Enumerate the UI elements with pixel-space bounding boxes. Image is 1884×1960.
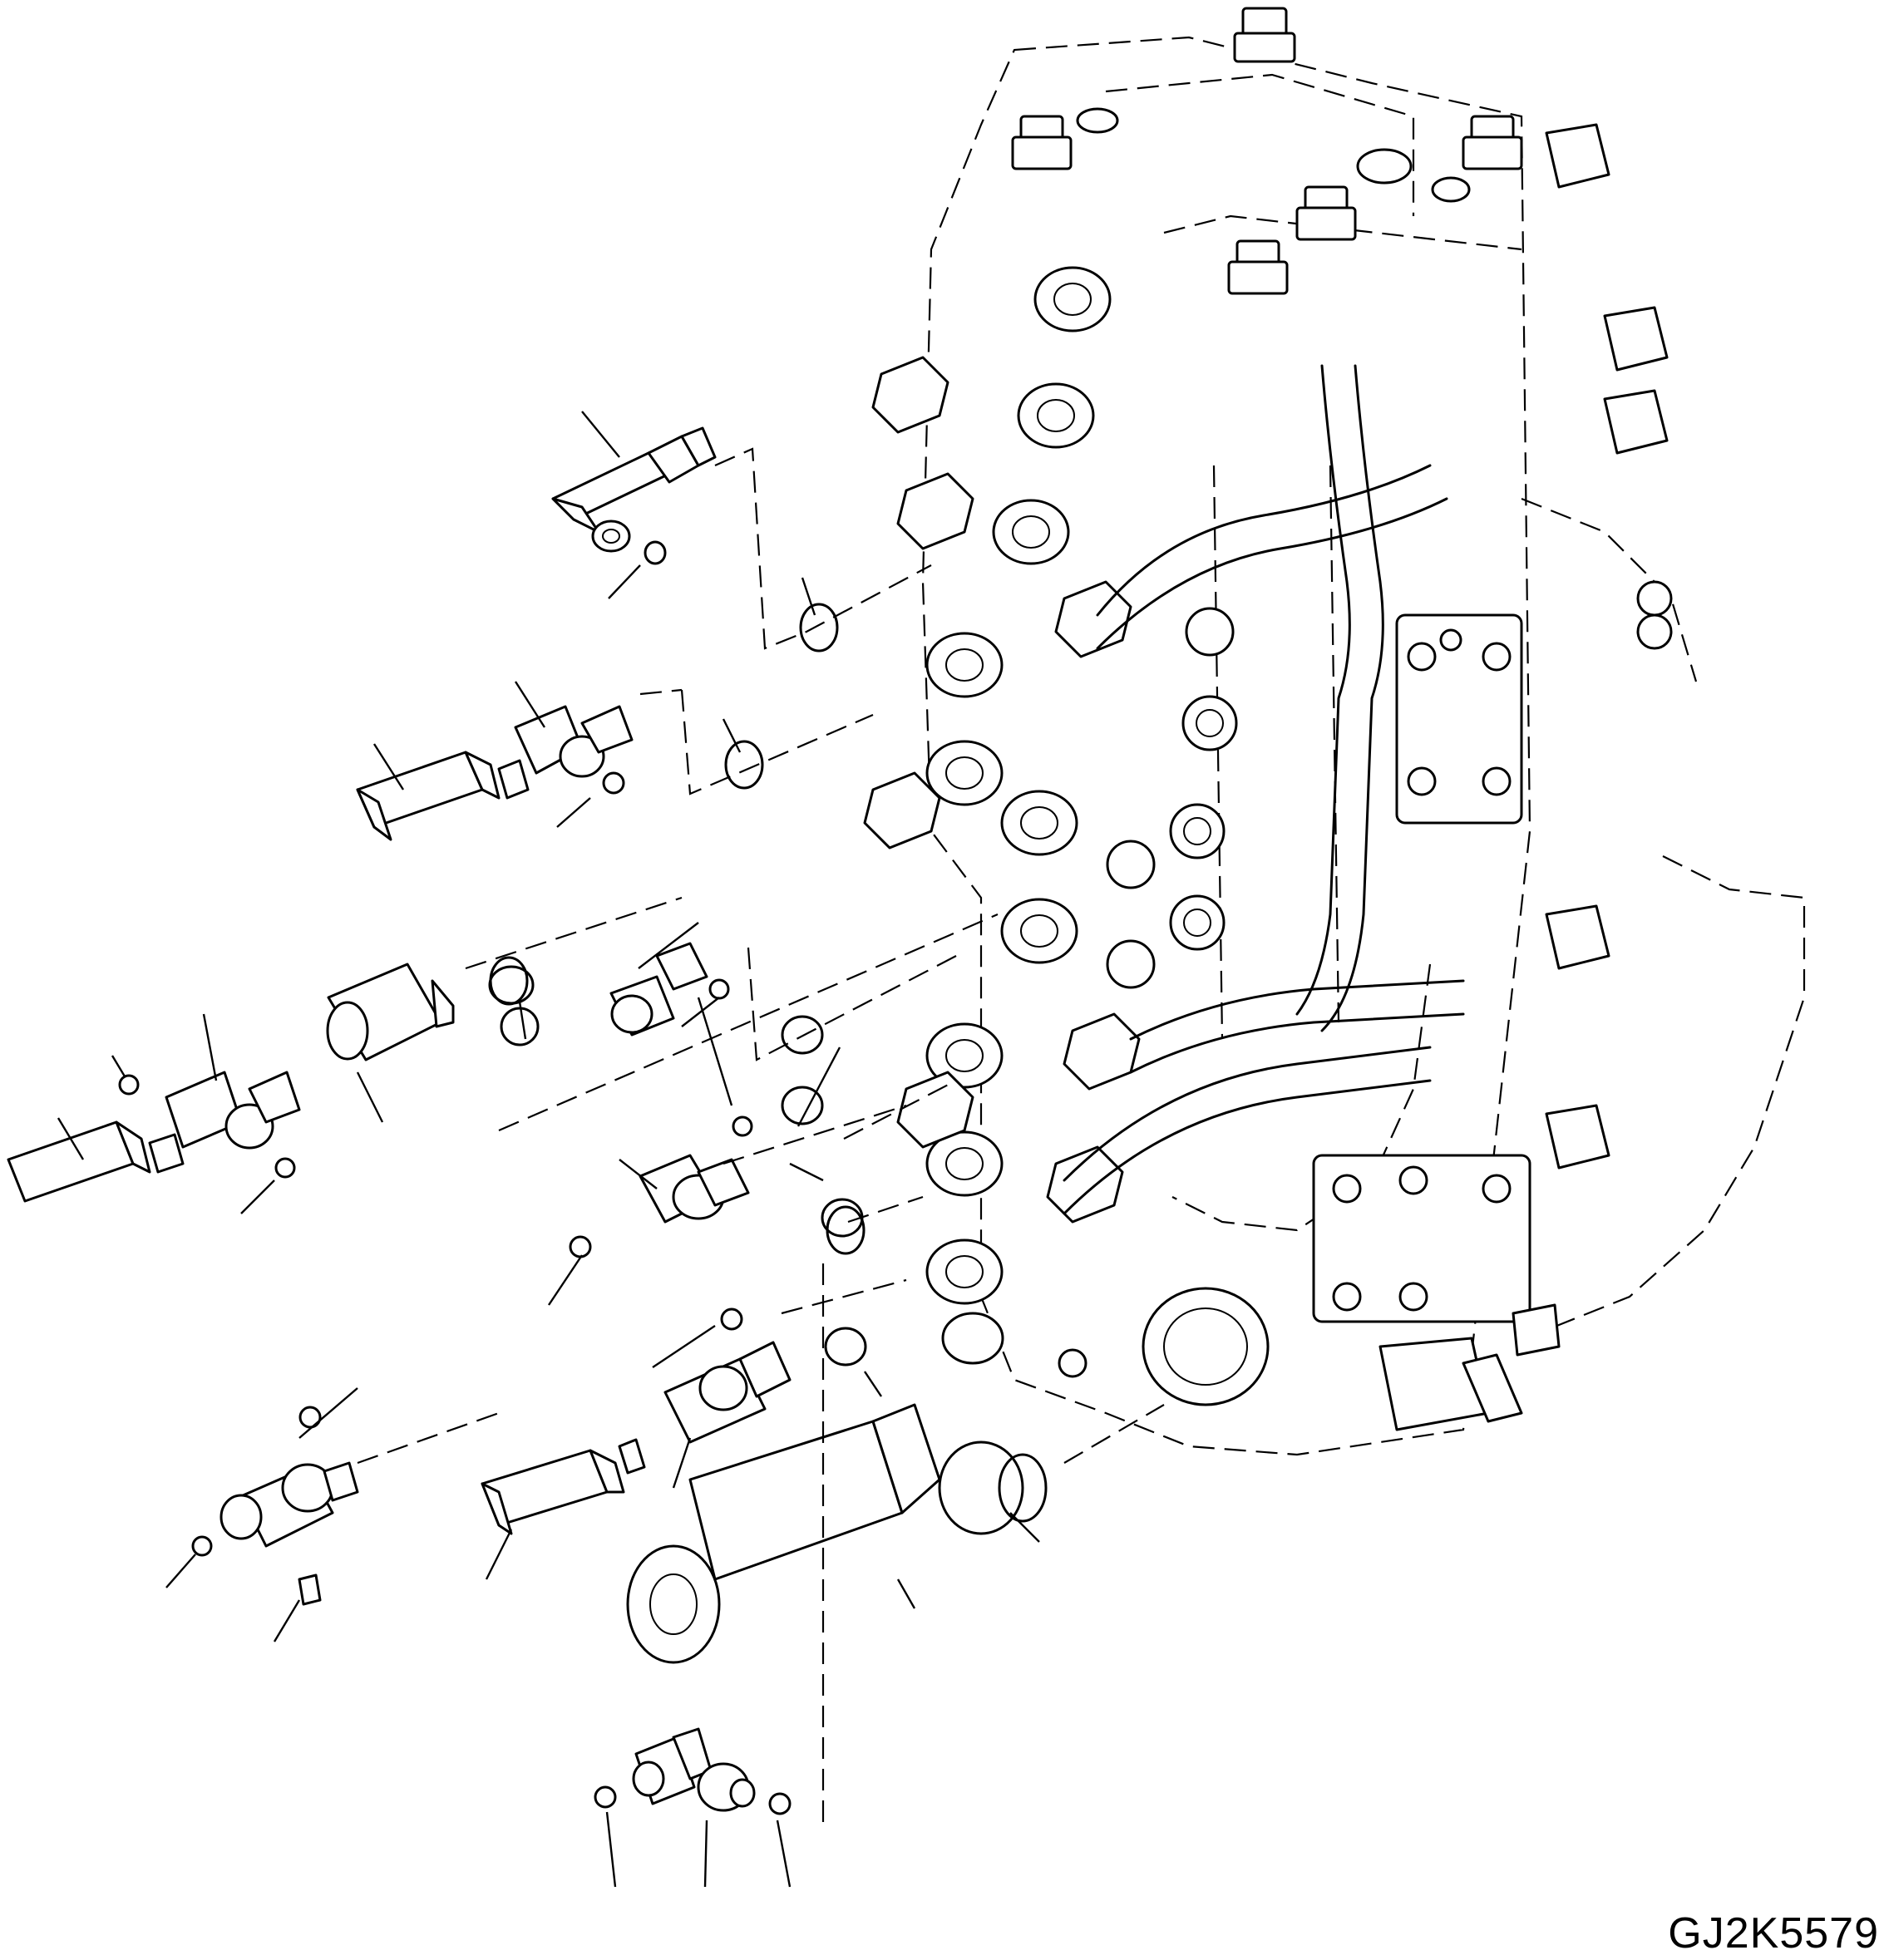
tee-block-bottom-left [191, 1406, 359, 1606]
hex-adapter-middle [326, 963, 540, 1061]
tee-fitting-lower [569, 1154, 864, 1258]
pressure-sensor-row3 [7, 1071, 301, 1203]
drawing-code: GJ2K5579 [1668, 1909, 1879, 1958]
large-hex-connector [626, 1403, 1024, 1664]
pressure-sensor-lower [663, 1307, 867, 1444]
o-rings [489, 540, 1048, 1523]
assembly-dash-lines [357, 447, 1165, 1829]
elbow-fitting-middle [609, 942, 824, 1137]
pressure-sensor-bottom [481, 1438, 646, 1535]
elbow-sensor-top [551, 426, 717, 553]
elbow-adapter-bottom [594, 1727, 792, 1815]
leader-lines [57, 411, 1040, 1888]
control-valve-assembly [863, 7, 1806, 1456]
pressure-sensor-row2 [356, 705, 634, 841]
